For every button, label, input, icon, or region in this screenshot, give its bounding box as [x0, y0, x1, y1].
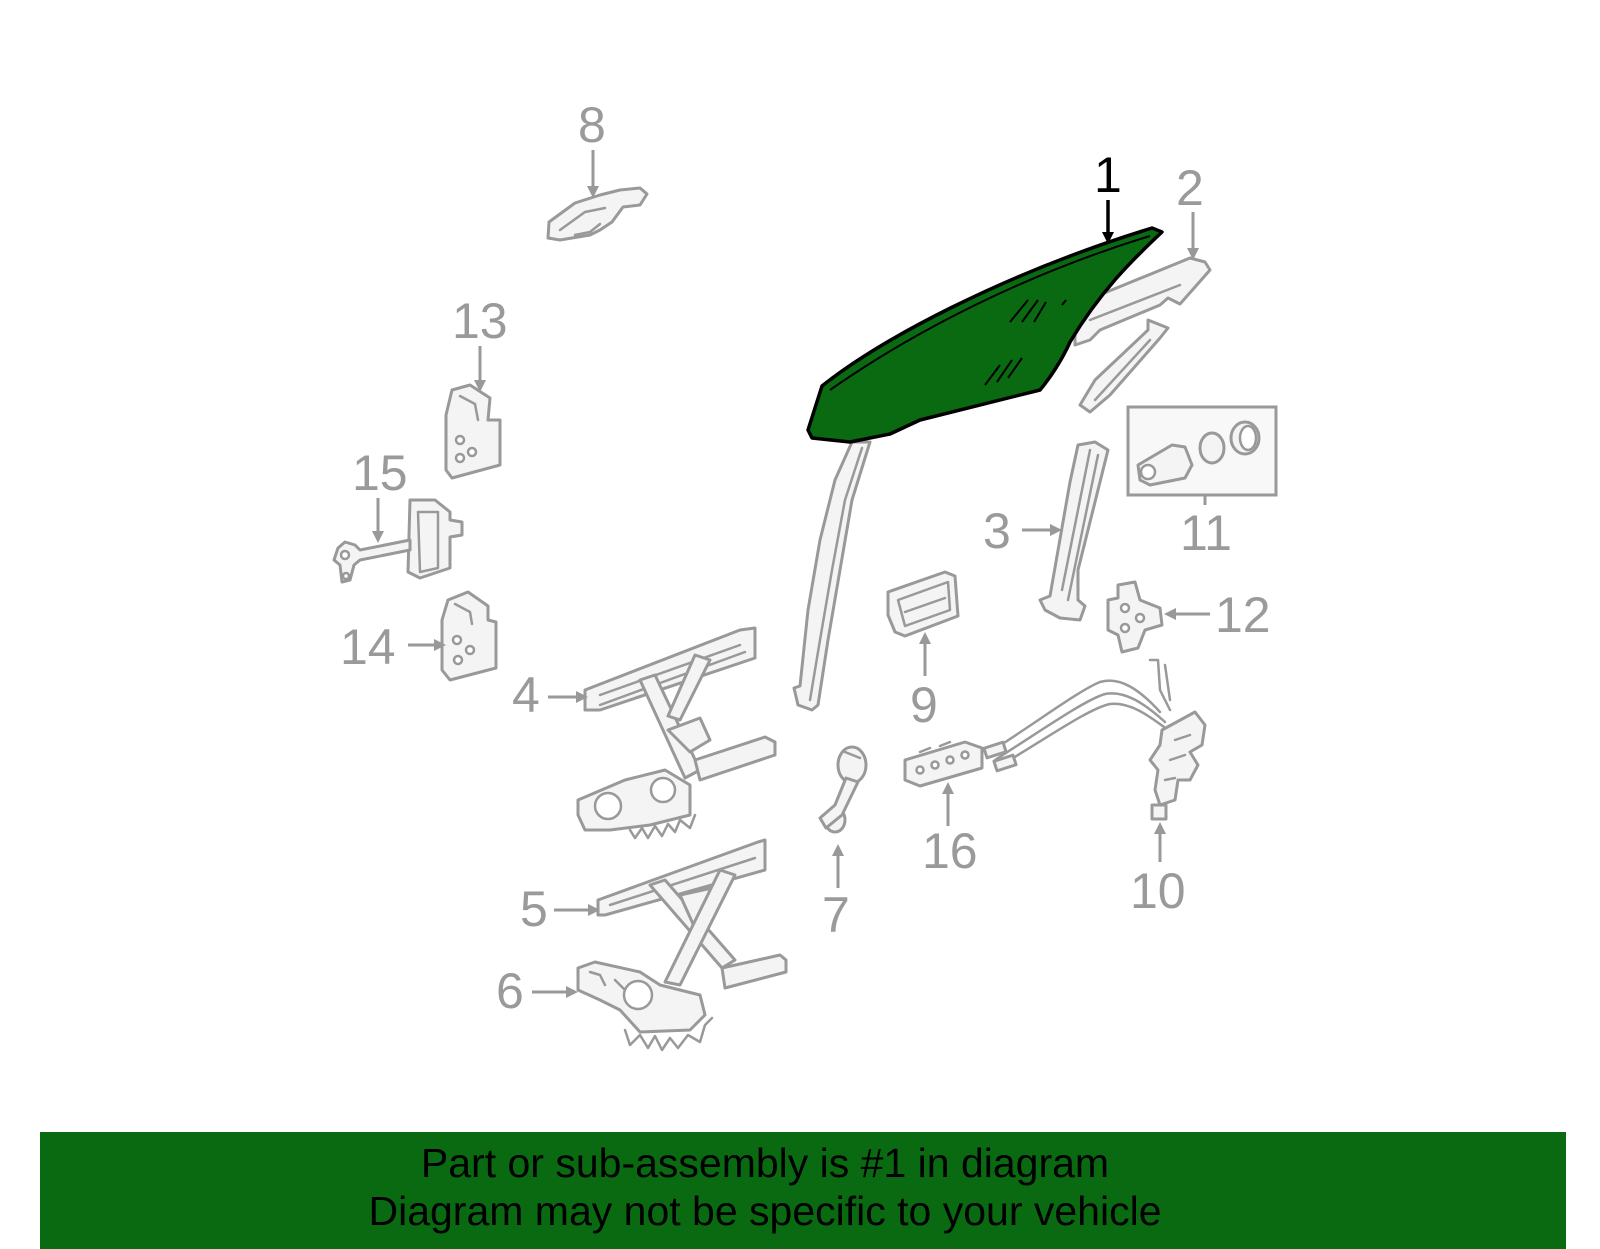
- callout-8: 8: [578, 97, 606, 153]
- part-11-motor-kit[interactable]: [1126, 405, 1278, 497]
- callout-15: 15: [352, 445, 408, 501]
- part-12-striker[interactable]: [1106, 580, 1164, 654]
- callout-9: 9: [910, 677, 938, 733]
- info-banner: Part or sub-assembly is #1 in diagram Di…: [40, 1132, 1566, 1249]
- callout-4: 4: [512, 667, 540, 723]
- callout-13: 13: [452, 293, 508, 349]
- part-6-regulator-sector[interactable]: [576, 960, 714, 1052]
- part-5-manual-regulator[interactable]: [596, 838, 788, 990]
- part-10-door-lock[interactable]: [982, 658, 1207, 821]
- callout-6: 6: [496, 963, 524, 1019]
- banner-disclaimer: Diagram may not be specific to your vehi…: [368, 1188, 1162, 1234]
- callout-5: 5: [520, 881, 548, 937]
- banner-part-note: Part or sub-assembly is #1 in diagram: [420, 1140, 1110, 1186]
- callout-12: 12: [1215, 587, 1271, 643]
- callout-1: 1: [1094, 147, 1122, 203]
- part-7-window-crank[interactable]: [818, 745, 868, 834]
- callout-labels: 1 2 3 4 5 6 7 8 9 10 11 12 13 14 15 16: [340, 97, 1271, 1019]
- callout-14: 14: [340, 619, 396, 675]
- callout-10: 10: [1130, 863, 1186, 919]
- part-16-bracket[interactable]: [903, 740, 984, 788]
- part-13-upper-hinge[interactable]: [444, 383, 502, 480]
- callout-2: 2: [1176, 160, 1204, 216]
- part-1-run-channel[interactable]: [792, 440, 872, 712]
- callout-7: 7: [822, 887, 850, 943]
- leader-lines: [372, 150, 1210, 998]
- part-3-rear-channel[interactable]: [1038, 440, 1110, 622]
- part-4-window-regulator[interactable]: [576, 626, 777, 840]
- part-15-door-check[interactable]: [332, 498, 464, 584]
- part-8-door-handle[interactable]: [546, 186, 649, 242]
- arrow-1: [1102, 232, 1114, 244]
- callout-16: 16: [922, 823, 978, 879]
- part-1-door-glass[interactable]: [806, 226, 1164, 444]
- part-9-inside-handle[interactable]: [886, 570, 960, 638]
- callout-11: 11: [1180, 505, 1232, 561]
- part-14-lower-hinge[interactable]: [440, 590, 498, 682]
- part-2-glass-run[interactable]: [1073, 256, 1212, 414]
- callout-3: 3: [983, 503, 1011, 559]
